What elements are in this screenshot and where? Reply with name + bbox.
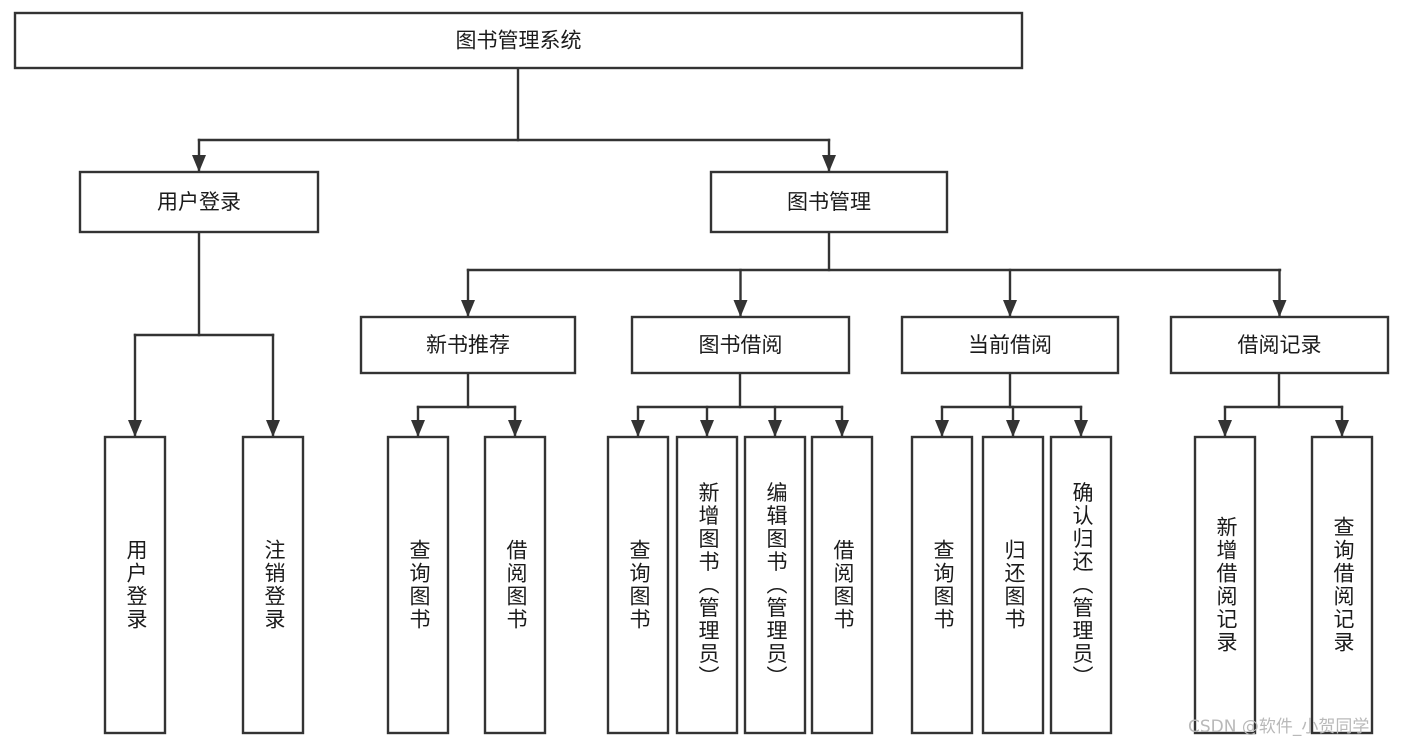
node-leaf-add-book[interactable]: 新增图书（管理员）: [675, 435, 739, 735]
arrow-head-icon: [935, 420, 949, 437]
node-label: 编辑图书（管理员）: [764, 482, 788, 689]
node-leaf-edit-book[interactable]: 编辑图书（管理员）: [743, 435, 807, 735]
arrow-head-icon: [835, 420, 849, 437]
node-box: [630, 315, 851, 375]
node-leaf-borrow-book[interactable]: 借阅图书: [810, 435, 874, 735]
node-borrow-record[interactable]: 借阅记录: [1169, 315, 1390, 375]
arrow-head-icon: [1006, 420, 1020, 437]
node-leaf-query-book-cur[interactable]: 查询图书: [910, 435, 974, 735]
arrow-head-icon: [1272, 300, 1287, 317]
node-label: 新增图书（管理员）: [696, 482, 720, 689]
node-label: 查询图书: [627, 539, 651, 631]
node-box: [981, 435, 1045, 735]
edges-layer: [128, 66, 1349, 439]
arrow-head-icon: [508, 420, 522, 437]
node-leaf-user-login[interactable]: 用户登录: [103, 435, 167, 735]
node-label: 用户登录: [124, 539, 148, 631]
node-box: [743, 435, 807, 735]
node-label: 注销登录: [262, 539, 286, 631]
node-leaf-add-record[interactable]: 新增借阅记录: [1193, 435, 1257, 735]
node-book-manage[interactable]: 图书管理: [709, 170, 949, 234]
node-leaf-return-book[interactable]: 归还图书: [981, 435, 1045, 735]
node-book-borrow[interactable]: 图书借阅: [630, 315, 851, 375]
arrow-head-icon: [1003, 300, 1017, 317]
node-box: [1310, 435, 1374, 735]
node-leaf-borrow-book-rec[interactable]: 借阅图书: [483, 435, 547, 735]
node-leaf-confirm-return[interactable]: 确认归还（管理员）: [1049, 435, 1113, 735]
node-box: [910, 435, 974, 735]
node-box: [103, 435, 167, 735]
arrow-head-icon: [128, 420, 142, 437]
node-label: 查询图书: [931, 539, 955, 631]
node-box: [386, 435, 450, 735]
node-box: [241, 435, 305, 735]
node-label: 用户登录: [157, 190, 241, 214]
node-label: 当前借阅: [968, 333, 1052, 357]
node-box: [78, 170, 320, 234]
arrow-head-icon: [822, 155, 836, 172]
node-box: [1169, 315, 1390, 375]
node-label: 图书借阅: [699, 333, 783, 357]
node-box: [810, 435, 874, 735]
node-label: 借阅记录: [1238, 333, 1322, 357]
nodes-layer: 图书管理系统用户登录图书管理新书推荐图书借阅当前借阅借阅记录用户登录注销登录查询…: [13, 11, 1390, 735]
node-label: 查询借阅记录: [1331, 516, 1355, 654]
arrow-head-icon: [733, 300, 748, 317]
node-label: 图书管理: [787, 190, 871, 214]
node-box: [675, 435, 739, 735]
node-label: 查询图书: [407, 539, 431, 631]
node-label: 归还图书: [1002, 539, 1026, 631]
node-box: [483, 435, 547, 735]
node-label: 确认归还（管理员）: [1070, 482, 1094, 689]
node-leaf-query-book-borrow[interactable]: 查询图书: [606, 435, 670, 735]
node-label: 借阅图书: [504, 539, 528, 631]
node-box: [900, 315, 1120, 375]
arrow-head-icon: [700, 420, 714, 437]
node-user-login[interactable]: 用户登录: [78, 170, 320, 234]
arrow-head-icon: [1335, 420, 1349, 437]
node-label: 借阅图书: [831, 539, 855, 631]
node-label: 新书推荐: [426, 333, 510, 357]
node-box: [13, 11, 1024, 70]
arrow-head-icon: [411, 420, 425, 437]
arrow-head-icon: [1074, 420, 1088, 437]
node-box: [1193, 435, 1257, 735]
node-box: [709, 170, 949, 234]
node-new-book-recommend[interactable]: 新书推荐: [359, 315, 577, 375]
node-leaf-query-record[interactable]: 查询借阅记录: [1310, 435, 1374, 735]
node-leaf-user-logout[interactable]: 注销登录: [241, 435, 305, 735]
node-label: 新增借阅记录: [1214, 516, 1238, 654]
node-box: [606, 435, 670, 735]
node-current-borrow[interactable]: 当前借阅: [900, 315, 1120, 375]
node-box: [1049, 435, 1113, 735]
node-root[interactable]: 图书管理系统: [13, 11, 1024, 70]
arrow-head-icon: [461, 300, 475, 317]
node-box: [359, 315, 577, 375]
arrow-head-icon: [1218, 420, 1232, 437]
arrow-head-icon: [266, 420, 280, 437]
arrow-head-icon: [631, 420, 645, 437]
arrow-head-icon: [768, 420, 782, 437]
node-label: 图书管理系统: [456, 29, 582, 53]
arrow-head-icon: [192, 155, 206, 172]
node-leaf-query-book-rec[interactable]: 查询图书: [386, 435, 450, 735]
